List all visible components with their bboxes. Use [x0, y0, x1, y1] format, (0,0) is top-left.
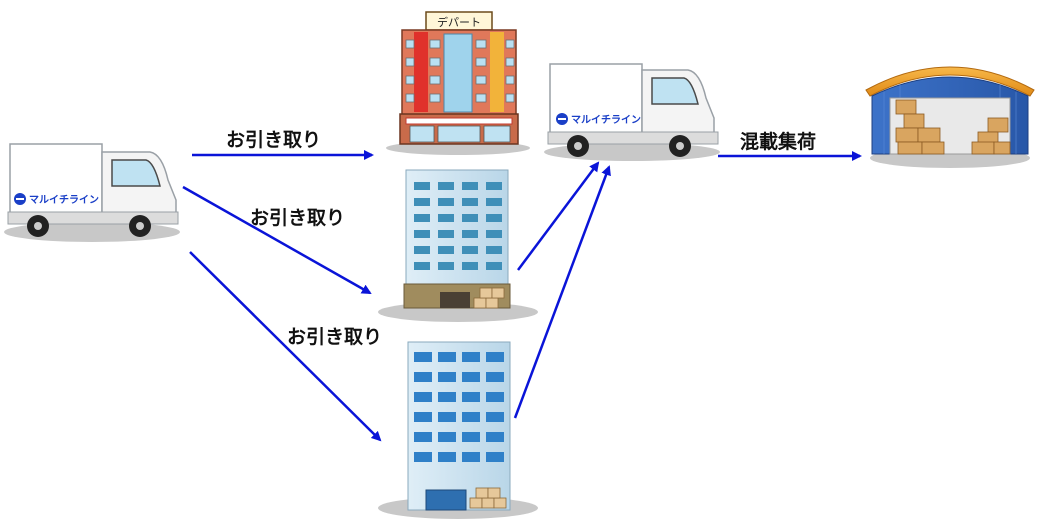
pickup-label-1: お引き取り: [226, 129, 322, 151]
truck-icon-center: マルイチライン: [544, 63, 720, 161]
consolidation-label: 混載集荷: [740, 131, 817, 153]
office-building-icon-bottom: [378, 341, 538, 519]
truck-icon-left: マルイチライン: [4, 143, 180, 242]
box-icon: [895, 99, 1011, 155]
pickup-label-2: お引き取り: [250, 207, 346, 229]
department-store-icon: デパート: [386, 11, 530, 155]
box-icon: [469, 487, 507, 509]
truck-brand-label: マルイチライン: [571, 114, 641, 126]
arrow-office-bottom-to-truck: [513, 165, 611, 419]
department-store-sign: デパート: [437, 15, 481, 29]
arrow-office-middle-to-truck: [516, 161, 600, 271]
arrow-truck-to-office-bottom: [189, 251, 382, 442]
arrow-truck-to-office-middle: [182, 185, 372, 295]
truck-brand-label: マルイチライン: [29, 194, 99, 206]
office-building-icon-middle: [378, 169, 538, 322]
flow-arrows: [182, 150, 862, 442]
pickup-label-3: お引き取り: [287, 326, 383, 348]
warehouse-icon: [865, 66, 1035, 168]
box-icon: [473, 287, 505, 309]
